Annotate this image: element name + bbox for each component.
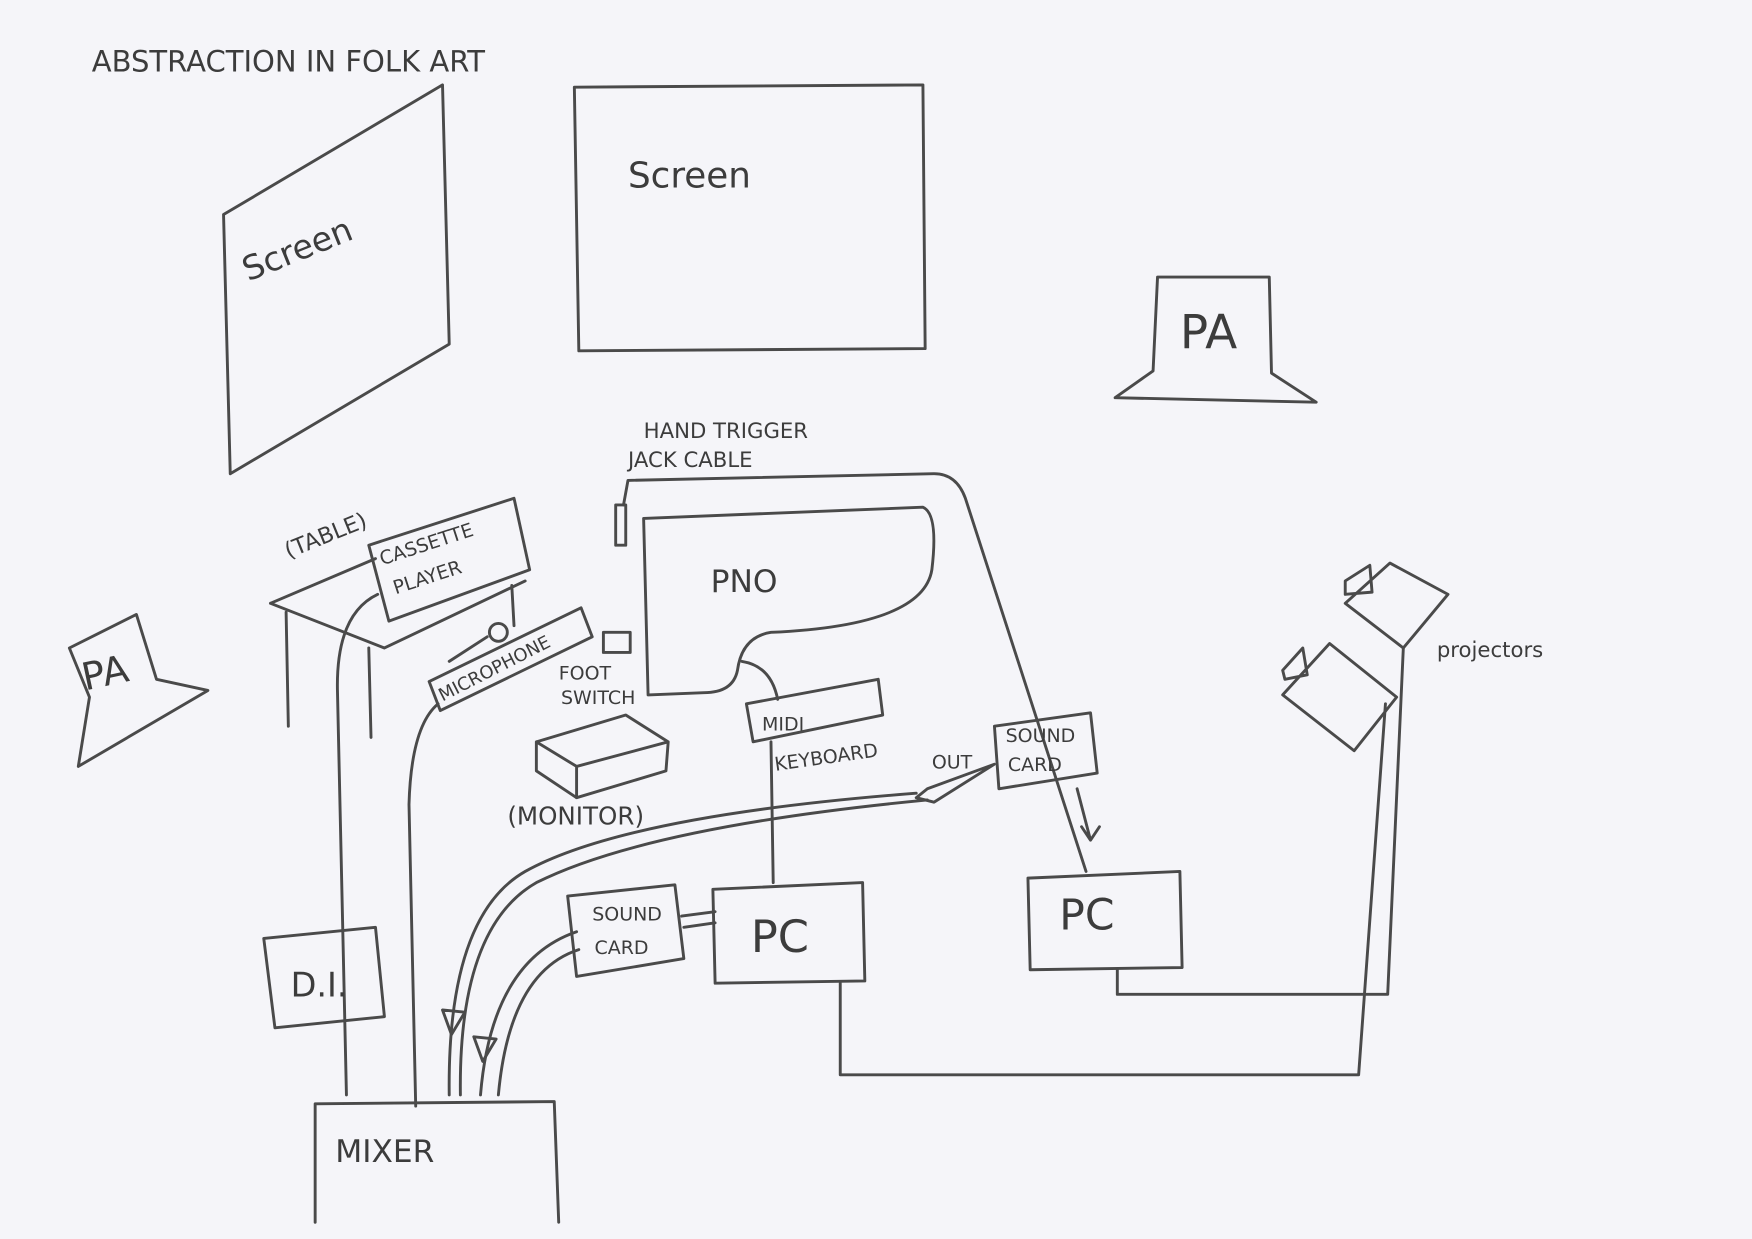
mixer: MIXER xyxy=(313,1100,561,1224)
pc-right: PC xyxy=(1026,869,1184,972)
out-arrow xyxy=(914,762,1101,842)
sound-card-right-label-1: SOUND xyxy=(1006,725,1076,747)
pc-left: PC xyxy=(711,881,867,985)
pa-right-label: PA xyxy=(1180,306,1237,361)
mixer-label: MIXER xyxy=(335,1134,434,1170)
table xyxy=(269,557,527,739)
midi-keyboard: MIDI KEYBOARD xyxy=(740,659,885,885)
sound-card-right-label-2: CARD xyxy=(1008,754,1062,776)
projector-cables xyxy=(838,646,1405,1077)
sound-card-left-cables xyxy=(479,910,717,1097)
di-label: D.I. xyxy=(291,966,348,1005)
pc-left-label: PC xyxy=(751,911,809,963)
midi-label: MIDI xyxy=(762,714,804,736)
hand-trigger-cable xyxy=(622,472,1088,873)
projectors-label: projectors xyxy=(1437,638,1543,663)
monitor-label: (MONITOR) xyxy=(507,802,644,831)
diagram-title: ABSTRACTION IN FOLK ART xyxy=(92,45,486,79)
screen-left-label: Screen xyxy=(237,210,358,289)
screen-left: Screen xyxy=(222,83,451,476)
keyboard-label: KEYBOARD xyxy=(773,740,879,776)
switch-label: SWITCH xyxy=(561,687,635,709)
di-box: D.I. xyxy=(262,925,386,1030)
foot-label: FOOT xyxy=(559,662,612,684)
table-label: (TABLE) xyxy=(281,508,371,564)
cassette-cable xyxy=(336,592,380,1097)
projectors: projectors xyxy=(1281,561,1543,753)
out-label: OUT xyxy=(932,752,973,774)
pa-left-label: PA xyxy=(78,647,133,700)
jack-cable-label: JACK CABLE xyxy=(626,448,753,473)
mixer-input-arrows xyxy=(441,1008,498,1063)
piano-label: PNO xyxy=(711,564,778,600)
microphone-cable xyxy=(407,702,440,1108)
sound-card-left-label-1: SOUND xyxy=(592,904,662,926)
sound-card-right: SOUND CARD xyxy=(992,711,1099,791)
cassette-player: CASSETTE PLAYER xyxy=(367,496,532,623)
sound-card-out-cable xyxy=(447,791,929,1097)
hand-trigger-icon xyxy=(614,503,628,547)
hand-trigger-label: HAND TRIGGER xyxy=(644,419,809,444)
foot-switch-icon xyxy=(601,630,632,654)
screen-center-label: Screen xyxy=(628,156,751,197)
piano: PNO xyxy=(642,505,936,697)
pa-speaker-right: PA xyxy=(1113,275,1318,404)
sound-card-left-label-2: CARD xyxy=(594,937,648,959)
screen-center: Screen xyxy=(572,83,927,353)
sound-card-left: SOUND CARD xyxy=(566,883,686,978)
pa-speaker-left: PA xyxy=(67,613,210,768)
pc-right-label: PC xyxy=(1059,892,1114,941)
monitor: (MONITOR) xyxy=(507,713,670,831)
